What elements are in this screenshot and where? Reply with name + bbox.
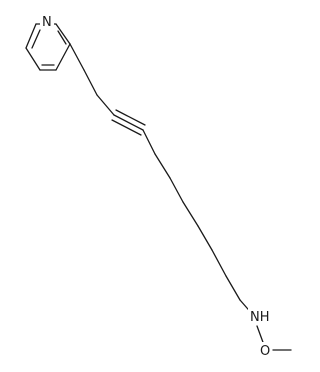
chain-bond: [197, 225, 213, 251]
triple-bond-line: [113, 114, 144, 131]
ring-bond: [55, 23, 71, 45]
chain-bond: [211, 249, 227, 277]
ring-bond: [55, 43, 71, 71]
label-mask: [258, 342, 272, 358]
chain-bond: [69, 43, 85, 71]
triple-bond-line: [111, 119, 142, 136]
pyridine-ring: [25, 23, 71, 71]
amine-label: NH: [250, 310, 270, 325]
molecule-structure: N NH O: [25, 12, 292, 359]
triple-bond: [111, 109, 146, 136]
oxygen-label: O: [260, 344, 270, 359]
chain-bond: [83, 69, 98, 96]
n-o-bond: [256, 325, 265, 346]
triple-bond-line: [115, 109, 146, 126]
ring-double-bond: [31, 29, 41, 49]
chain-bond: [142, 129, 156, 155]
label-mask: [248, 307, 270, 324]
ring-bond: [25, 23, 37, 49]
carbon-chain: [69, 43, 255, 317]
chain-bond: [154, 153, 171, 179]
chain-bond: [182, 201, 199, 227]
chain-bond: [96, 94, 115, 116]
chain-bond: [169, 177, 184, 203]
ring-bond: [25, 47, 41, 71]
chain-bond: [225, 275, 241, 301]
ring-nitrogen-label: N: [42, 15, 52, 30]
label-mask: [40, 12, 54, 28]
ring-double-bond: [57, 30, 67, 45]
